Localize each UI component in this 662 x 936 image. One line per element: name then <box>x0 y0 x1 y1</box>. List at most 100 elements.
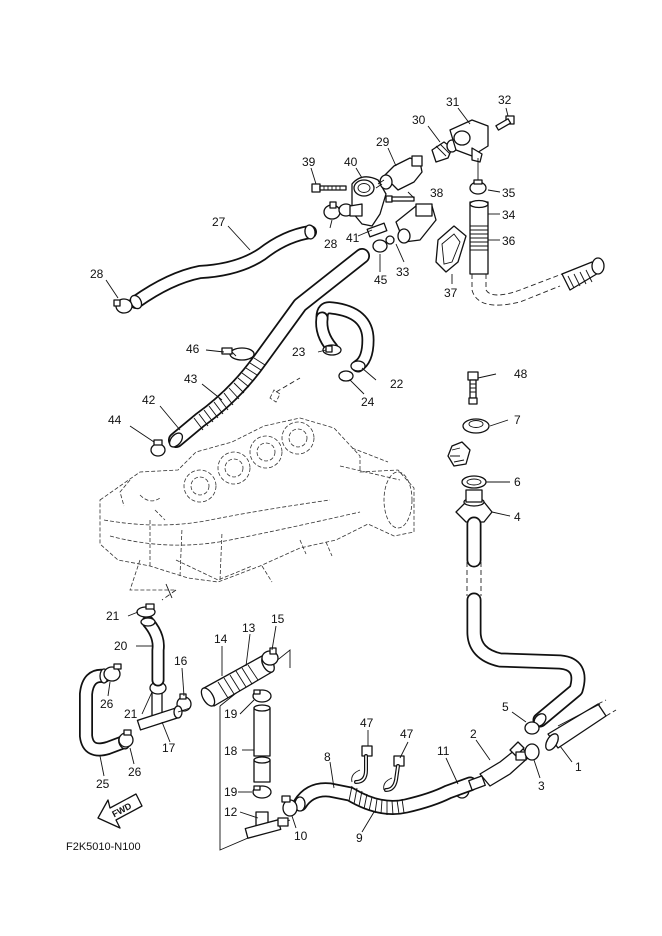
pipe-1 <box>545 699 617 751</box>
label-part-5: 5 <box>502 700 509 714</box>
label-part-7: 7 <box>514 413 521 427</box>
label-part-42: 42 <box>142 393 156 407</box>
pipe-41 <box>366 222 388 238</box>
hose-4-to-5 <box>466 516 586 728</box>
label-part-26-upper: 26 <box>100 697 114 711</box>
label-part-23: 23 <box>292 345 306 359</box>
clamp-35 <box>469 179 487 195</box>
clamp-21-upper <box>136 603 156 618</box>
hose-8-9 <box>292 776 478 816</box>
clamp-23 <box>322 344 342 356</box>
hose-22 <box>315 301 375 373</box>
label-part-30: 30 <box>412 113 426 127</box>
clamp-46 <box>221 347 255 361</box>
label-part-29: 29 <box>376 135 390 149</box>
label-part-38: 38 <box>430 186 444 200</box>
housing-40 <box>338 176 387 227</box>
label-part-31: 31 <box>446 95 460 109</box>
clamp-26-upper <box>103 663 122 682</box>
label-part-16: 16 <box>174 654 188 668</box>
label-part-13: 13 <box>242 621 256 635</box>
engine-fitting <box>269 377 301 403</box>
clamp-28-left <box>113 298 133 314</box>
label-part-14: 14 <box>214 632 228 646</box>
label-part-6: 6 <box>514 475 521 489</box>
label-part-41: 41 <box>346 231 360 245</box>
label-part-11: 11 <box>437 744 450 758</box>
tee-17 <box>136 691 183 731</box>
label-part-1: 1 <box>575 760 582 774</box>
label-part-47-left: 47 <box>360 716 374 730</box>
label-part-37: 37 <box>444 286 458 300</box>
label-part-44: 44 <box>108 413 122 427</box>
corrugated-section-43 <box>193 357 266 431</box>
tube-18 <box>253 704 271 783</box>
clamp-44 <box>150 439 166 457</box>
label-part-25: 25 <box>96 777 110 791</box>
label-part-12: 12 <box>224 805 238 819</box>
engine-to-21-dashed <box>161 583 177 601</box>
clamp-19-top <box>252 689 272 703</box>
label-part-28-left: 28 <box>90 267 104 281</box>
clamp-28-right <box>323 201 341 220</box>
part-number-labels: 1 2 3 4 5 6 7 8 9 10 11 12 13 14 15 16 1… <box>90 93 582 845</box>
label-part-34: 34 <box>502 208 516 222</box>
label-part-35: 35 <box>502 186 516 200</box>
label-part-9: 9 <box>356 831 363 845</box>
label-part-8: 8 <box>324 750 331 764</box>
joint-2 <box>479 741 531 787</box>
label-part-27: 27 <box>212 215 226 229</box>
clamp-5 <box>524 721 540 735</box>
label-part-43: 43 <box>184 372 198 386</box>
label-part-33: 33 <box>396 265 410 279</box>
bolt-32 <box>495 115 515 131</box>
label-part-26-lower: 26 <box>128 765 142 779</box>
label-part-2: 2 <box>470 727 477 741</box>
label-part-21-lower: 21 <box>124 707 138 721</box>
label-part-32: 32 <box>498 93 512 107</box>
drawing-code: F2K5010-N100 <box>66 841 141 853</box>
cap-7 <box>462 418 490 434</box>
label-part-20: 20 <box>114 639 128 653</box>
clamp-10 <box>281 795 298 817</box>
label-part-21-upper: 21 <box>106 609 120 623</box>
clamp-19-bottom <box>252 785 272 799</box>
label-part-24: 24 <box>361 395 375 409</box>
plug-48 <box>467 371 479 405</box>
gasket-37 <box>435 225 467 273</box>
connector-plug <box>447 441 471 467</box>
label-part-4: 4 <box>514 510 521 524</box>
bolt-38 <box>385 195 415 203</box>
clamp-45 <box>372 239 388 253</box>
bolt-39 <box>311 183 347 193</box>
sender-29 <box>375 155 423 191</box>
tee-12 <box>244 811 289 839</box>
clamp-15 <box>261 647 279 666</box>
label-part-45: 45 <box>374 273 388 287</box>
fitting-4 <box>455 489 493 523</box>
o-ring-6 <box>461 475 487 489</box>
label-part-48: 48 <box>514 367 528 381</box>
label-part-22: 22 <box>390 377 404 391</box>
label-part-18: 18 <box>224 744 238 758</box>
fwd-arrow: FWD <box>97 793 143 829</box>
valve-33 <box>385 203 437 245</box>
label-part-3: 3 <box>538 779 545 793</box>
corrugated-section-9 <box>348 785 405 816</box>
coupling-near-2 <box>468 775 486 791</box>
holder-47-right <box>383 755 405 792</box>
engine-block-outline <box>99 417 415 591</box>
label-part-19-top: 19 <box>224 707 238 721</box>
hose-20 <box>140 615 165 687</box>
leader-lines <box>99 107 573 833</box>
label-part-47-right: 47 <box>400 727 414 741</box>
label-part-28-right: 28 <box>324 237 338 251</box>
label-part-19-bottom: 19 <box>224 785 238 799</box>
clamp-24 <box>338 360 366 382</box>
sensor-30 <box>431 139 458 163</box>
label-part-15: 15 <box>271 612 285 626</box>
label-part-46: 46 <box>186 342 200 356</box>
label-part-39: 39 <box>302 155 316 169</box>
hose-27 <box>129 224 317 310</box>
